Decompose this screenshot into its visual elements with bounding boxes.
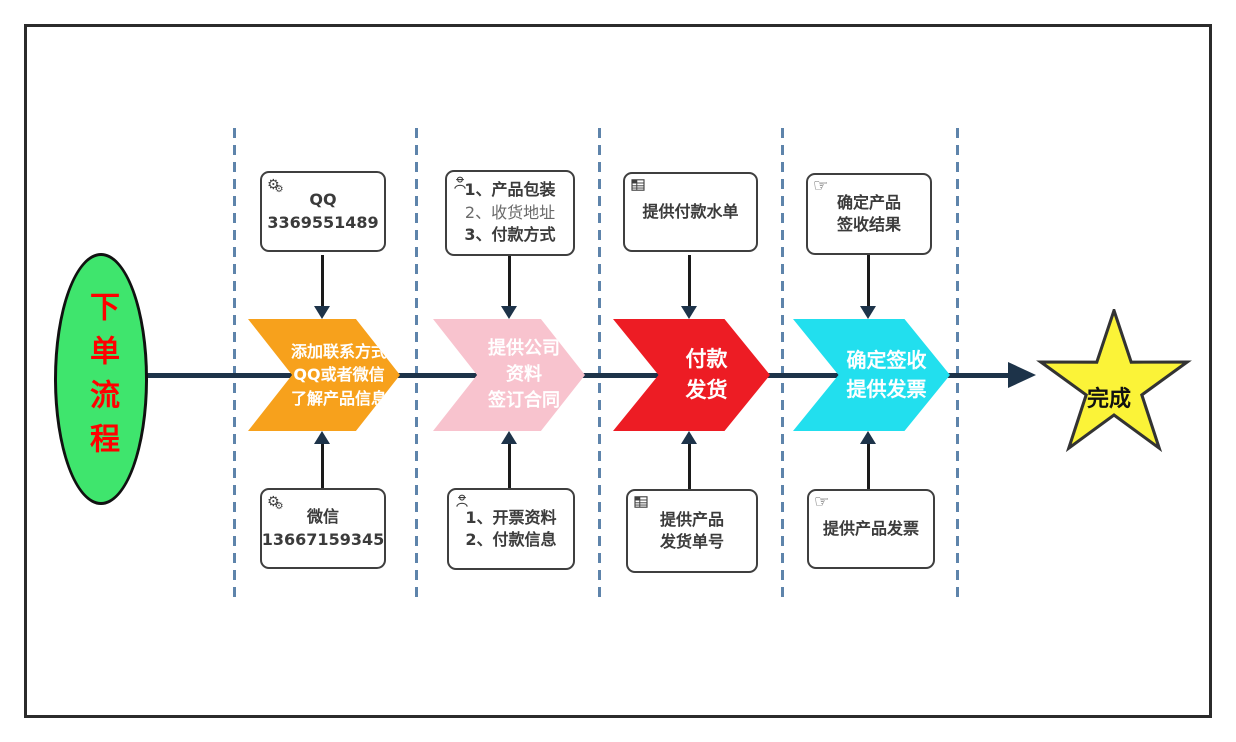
stage-label-line: 提供发票 bbox=[846, 377, 927, 401]
arrow-up-icon bbox=[860, 431, 876, 444]
stage-label-line: 资料 bbox=[506, 363, 542, 385]
stage-label-line: QQ或者微信 bbox=[293, 365, 385, 385]
info-box-shipping-number: 提供产品 发货单号 bbox=[626, 489, 758, 573]
arrow-down-icon bbox=[501, 306, 517, 319]
connector-line bbox=[688, 444, 691, 490]
stage-label-line: 了解产品信息 bbox=[290, 388, 387, 408]
info-box-qq: ⚙⚙ QQ 3369551489 bbox=[260, 171, 386, 252]
box-line: QQ bbox=[309, 190, 337, 210]
stage-label-line: 添加联系方式 bbox=[290, 342, 387, 362]
table-icon bbox=[630, 177, 646, 193]
box-line: 提供产品发票 bbox=[822, 518, 919, 538]
arrow-up-icon bbox=[501, 431, 517, 444]
arrow-down-icon bbox=[681, 306, 697, 319]
arrow-up-icon bbox=[314, 431, 330, 444]
box-line: 发货单号 bbox=[659, 532, 724, 551]
gears-icon: ⚙⚙ bbox=[267, 177, 284, 195]
worker-icon bbox=[452, 175, 468, 191]
box-line: 13667159345 bbox=[261, 529, 385, 549]
box-line: 3、付款方式 bbox=[464, 225, 556, 245]
phase-separator bbox=[415, 128, 418, 602]
info-box-wechat: ⚙⚙ 微信 13667159345 bbox=[260, 488, 386, 569]
info-box-packaging: 1、产品包装 2、收货地址 3、付款方式 bbox=[445, 170, 575, 256]
pointing-hand-icon: ☞ bbox=[814, 492, 830, 512]
connector-line bbox=[321, 444, 324, 490]
connector-line bbox=[867, 444, 870, 490]
flow-arrowhead-icon bbox=[1008, 362, 1036, 388]
box-line: 确定产品 bbox=[836, 192, 901, 212]
arrow-down-icon bbox=[860, 306, 876, 319]
connector-line bbox=[508, 255, 511, 306]
box-line: 2、收货地址 bbox=[464, 202, 556, 222]
stage-label-line: 付款 bbox=[685, 346, 728, 371]
finish-label: 完成 bbox=[1086, 387, 1131, 412]
table-icon bbox=[633, 494, 649, 510]
stage-label-line: 发货 bbox=[685, 378, 728, 402]
box-line: 2、付款信息 bbox=[465, 530, 557, 549]
connector-line bbox=[508, 444, 511, 490]
connector-line bbox=[688, 255, 691, 306]
start-node: 下单流程 bbox=[54, 253, 148, 505]
box-line: 微信 bbox=[306, 507, 339, 527]
info-box-receipt-result: ☞ 确定产品 签收结果 bbox=[806, 173, 932, 255]
star-icon bbox=[1036, 309, 1192, 453]
arrow-down-icon bbox=[314, 306, 330, 319]
box-line: 3369551489 bbox=[267, 212, 379, 232]
phase-separator bbox=[781, 128, 784, 602]
worker-icon bbox=[454, 493, 470, 509]
stage-label-line: 提供公司 bbox=[488, 337, 560, 359]
phase-separator bbox=[956, 128, 959, 602]
box-line: 提供产品 bbox=[659, 509, 724, 529]
info-box-product-invoice: ☞ 提供产品发票 bbox=[807, 489, 935, 569]
info-box-payment-slip: 提供付款水单 bbox=[623, 172, 758, 252]
pointing-hand-icon: ☞ bbox=[813, 176, 829, 196]
box-line: 1、开票资料 bbox=[465, 507, 557, 527]
phase-separator bbox=[598, 128, 601, 602]
start-label: 下单流程 bbox=[84, 291, 119, 467]
connector-line bbox=[867, 255, 870, 306]
gears-icon: ⚙⚙ bbox=[267, 494, 284, 512]
finish-node: 完成 bbox=[1036, 309, 1192, 455]
box-line: 签收结果 bbox=[836, 215, 901, 234]
stage-label-line: 确定签收 bbox=[846, 348, 927, 372]
box-line: 1、产品包装 bbox=[464, 180, 556, 200]
connector-line bbox=[321, 255, 324, 306]
phase-separator bbox=[233, 128, 236, 602]
stage-label-line: 签订合同 bbox=[488, 390, 560, 412]
info-box-invoice-info: 1、开票资料 2、付款信息 bbox=[447, 488, 575, 570]
arrow-up-icon bbox=[681, 431, 697, 444]
box-line: 提供付款水单 bbox=[642, 201, 739, 221]
